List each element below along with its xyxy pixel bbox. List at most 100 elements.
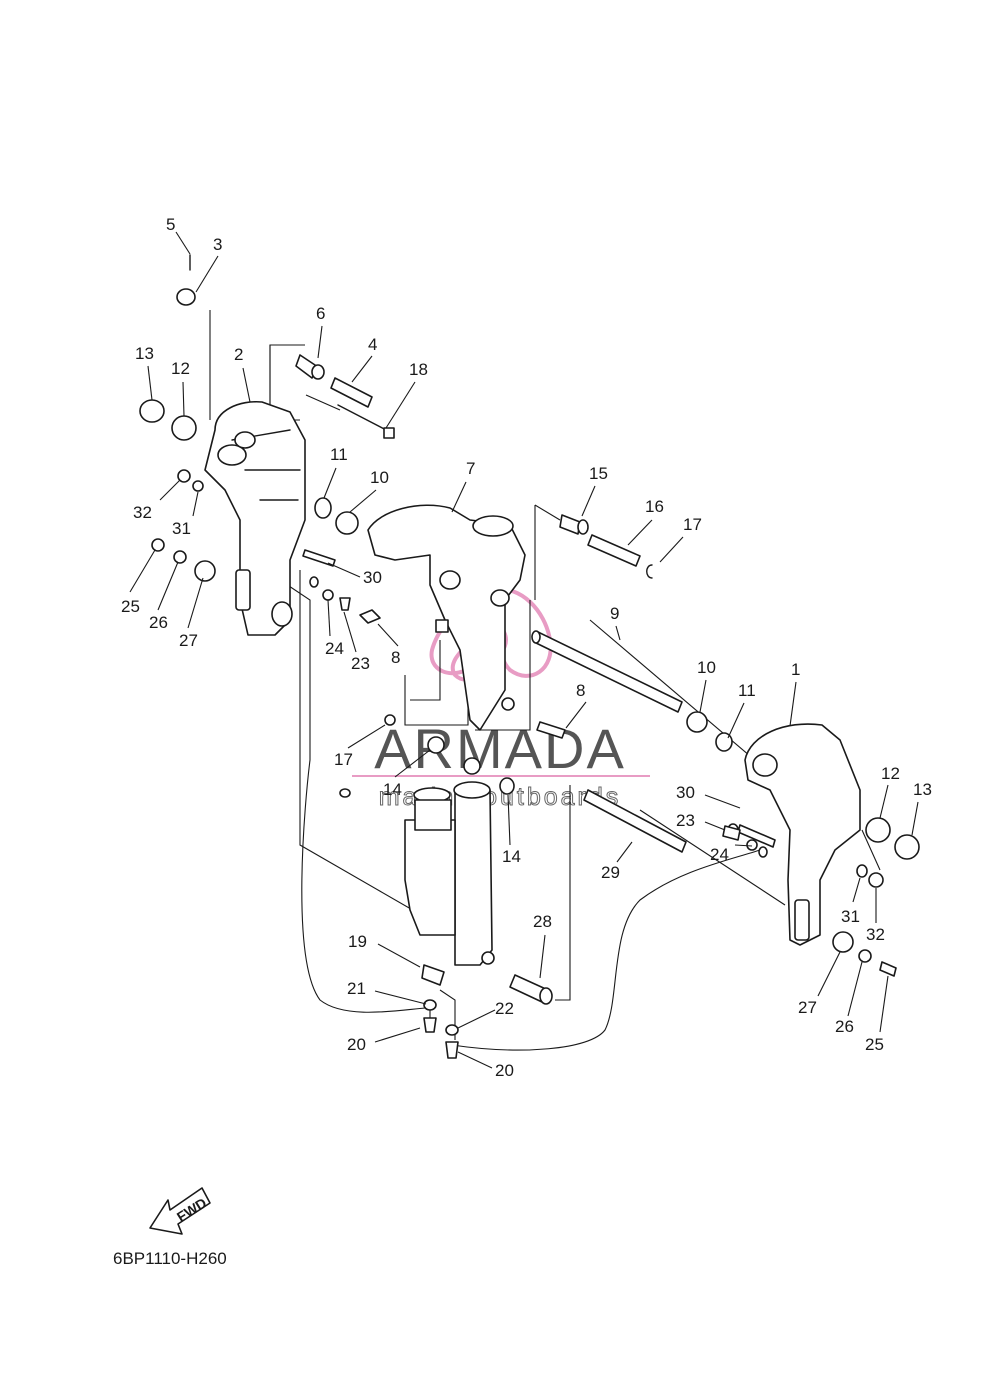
callout-3: 3 <box>213 235 222 254</box>
leader-line <box>182 381 185 417</box>
leader-line <box>847 961 863 1017</box>
leader-lines <box>129 231 919 1069</box>
leader-line <box>351 355 373 383</box>
callout-23-left: 23 <box>351 654 370 673</box>
watermark: ARMADA marine outboards <box>352 578 650 812</box>
leader-line <box>385 381 416 429</box>
callout-8-upper: 8 <box>391 648 400 667</box>
leader-line <box>317 325 323 359</box>
leader-line <box>616 841 633 863</box>
leader-line <box>394 749 431 778</box>
diagram-code: 6BP1110-H260 <box>113 1249 227 1268</box>
leader-line <box>507 794 511 846</box>
leader-line <box>627 519 653 546</box>
leader-line <box>327 599 331 637</box>
callout-12-left: 12 <box>171 359 190 378</box>
callout-31-right: 31 <box>841 907 860 926</box>
leader-line <box>879 784 889 819</box>
callout-13-left: 13 <box>135 344 154 363</box>
leader-line <box>187 577 204 629</box>
leader-line <box>175 231 191 255</box>
leader-line <box>704 821 726 831</box>
leader-line <box>539 934 546 979</box>
callout-18: 18 <box>409 360 428 379</box>
callout-13-right: 13 <box>913 780 932 799</box>
callout-10-left: 10 <box>370 468 389 487</box>
leader-line <box>129 549 156 593</box>
callout-27-left: 27 <box>179 631 198 650</box>
callout-25-left: 25 <box>121 597 140 616</box>
callout-24-right: 24 <box>710 845 729 864</box>
leader-line <box>911 801 919 836</box>
callout-8-lower: 8 <box>576 681 585 700</box>
leader-line <box>457 1009 496 1029</box>
callout-31-left: 31 <box>172 519 191 538</box>
leader-line <box>377 623 399 647</box>
leader-line <box>343 611 357 653</box>
leader-line <box>817 951 841 997</box>
callout-25-right: 25 <box>865 1035 884 1054</box>
leader-line <box>879 975 889 1033</box>
leader-line <box>565 701 587 729</box>
callout-27-right: 27 <box>798 998 817 1017</box>
callout-19: 19 <box>348 932 367 951</box>
callout-7: 7 <box>466 459 475 478</box>
callout-29: 29 <box>601 863 620 882</box>
callout-1: 1 <box>791 660 800 679</box>
callout-22: 22 <box>495 999 514 1018</box>
leader-line <box>457 1051 493 1069</box>
leader-line <box>704 794 741 809</box>
leader-line <box>349 489 377 513</box>
leader-line <box>615 625 621 641</box>
leader-line <box>659 536 684 563</box>
callout-10-right: 10 <box>697 658 716 677</box>
callout-17-right: 17 <box>683 515 702 534</box>
watermark-brand: ARMADA <box>374 717 626 780</box>
forward-arrow-icon: FWD <box>149 1187 211 1235</box>
callout-20-left: 20 <box>347 1035 366 1054</box>
leader-line <box>852 877 861 903</box>
leader-line <box>192 491 199 517</box>
callout-14-right: 14 <box>502 847 521 866</box>
leader-line <box>242 367 251 403</box>
callout-20-right: 20 <box>495 1061 514 1080</box>
tilt-cylinder <box>454 789 493 966</box>
leader-line <box>734 844 753 847</box>
tilt-rod <box>583 789 687 853</box>
callout-32-right: 32 <box>866 925 885 944</box>
callout-30-right: 30 <box>676 783 695 802</box>
leader-line <box>374 1027 421 1043</box>
leader-line <box>157 561 179 611</box>
leader-line <box>159 479 181 501</box>
callout-26-right: 26 <box>835 1017 854 1036</box>
swivel-bracket <box>367 504 526 731</box>
callout-12-right: 12 <box>881 764 900 783</box>
leader-line <box>699 679 707 713</box>
callout-15: 15 <box>589 464 608 483</box>
callout-28: 28 <box>533 912 552 931</box>
parts-line-art <box>139 254 920 1059</box>
callout-9: 9 <box>610 604 619 623</box>
leader-line <box>327 562 361 578</box>
leader-line <box>147 365 153 401</box>
callout-14-left: 14 <box>383 780 402 799</box>
callout-11-left: 11 <box>330 445 348 464</box>
callout-21: 21 <box>347 979 366 998</box>
callout-30-left: 30 <box>363 568 382 587</box>
callout-32-left: 32 <box>133 503 152 522</box>
callout-2: 2 <box>234 345 243 364</box>
callout-6: 6 <box>316 304 325 323</box>
callout-17-left: 17 <box>334 750 353 769</box>
leader-line <box>451 481 467 513</box>
right-clamp-bracket <box>744 723 861 946</box>
tilt-shaft <box>533 631 683 713</box>
callout-labels: 5 3 6 4 18 13 12 2 11 10 7 15 16 17 32 3… <box>121 215 932 1080</box>
callout-16: 16 <box>645 497 664 516</box>
callout-23-right: 23 <box>676 811 695 830</box>
leader-line <box>347 724 386 749</box>
leader-line <box>323 467 337 499</box>
leader-line <box>195 255 219 293</box>
leader-line <box>581 485 596 517</box>
callout-11-right: 11 <box>738 681 756 700</box>
